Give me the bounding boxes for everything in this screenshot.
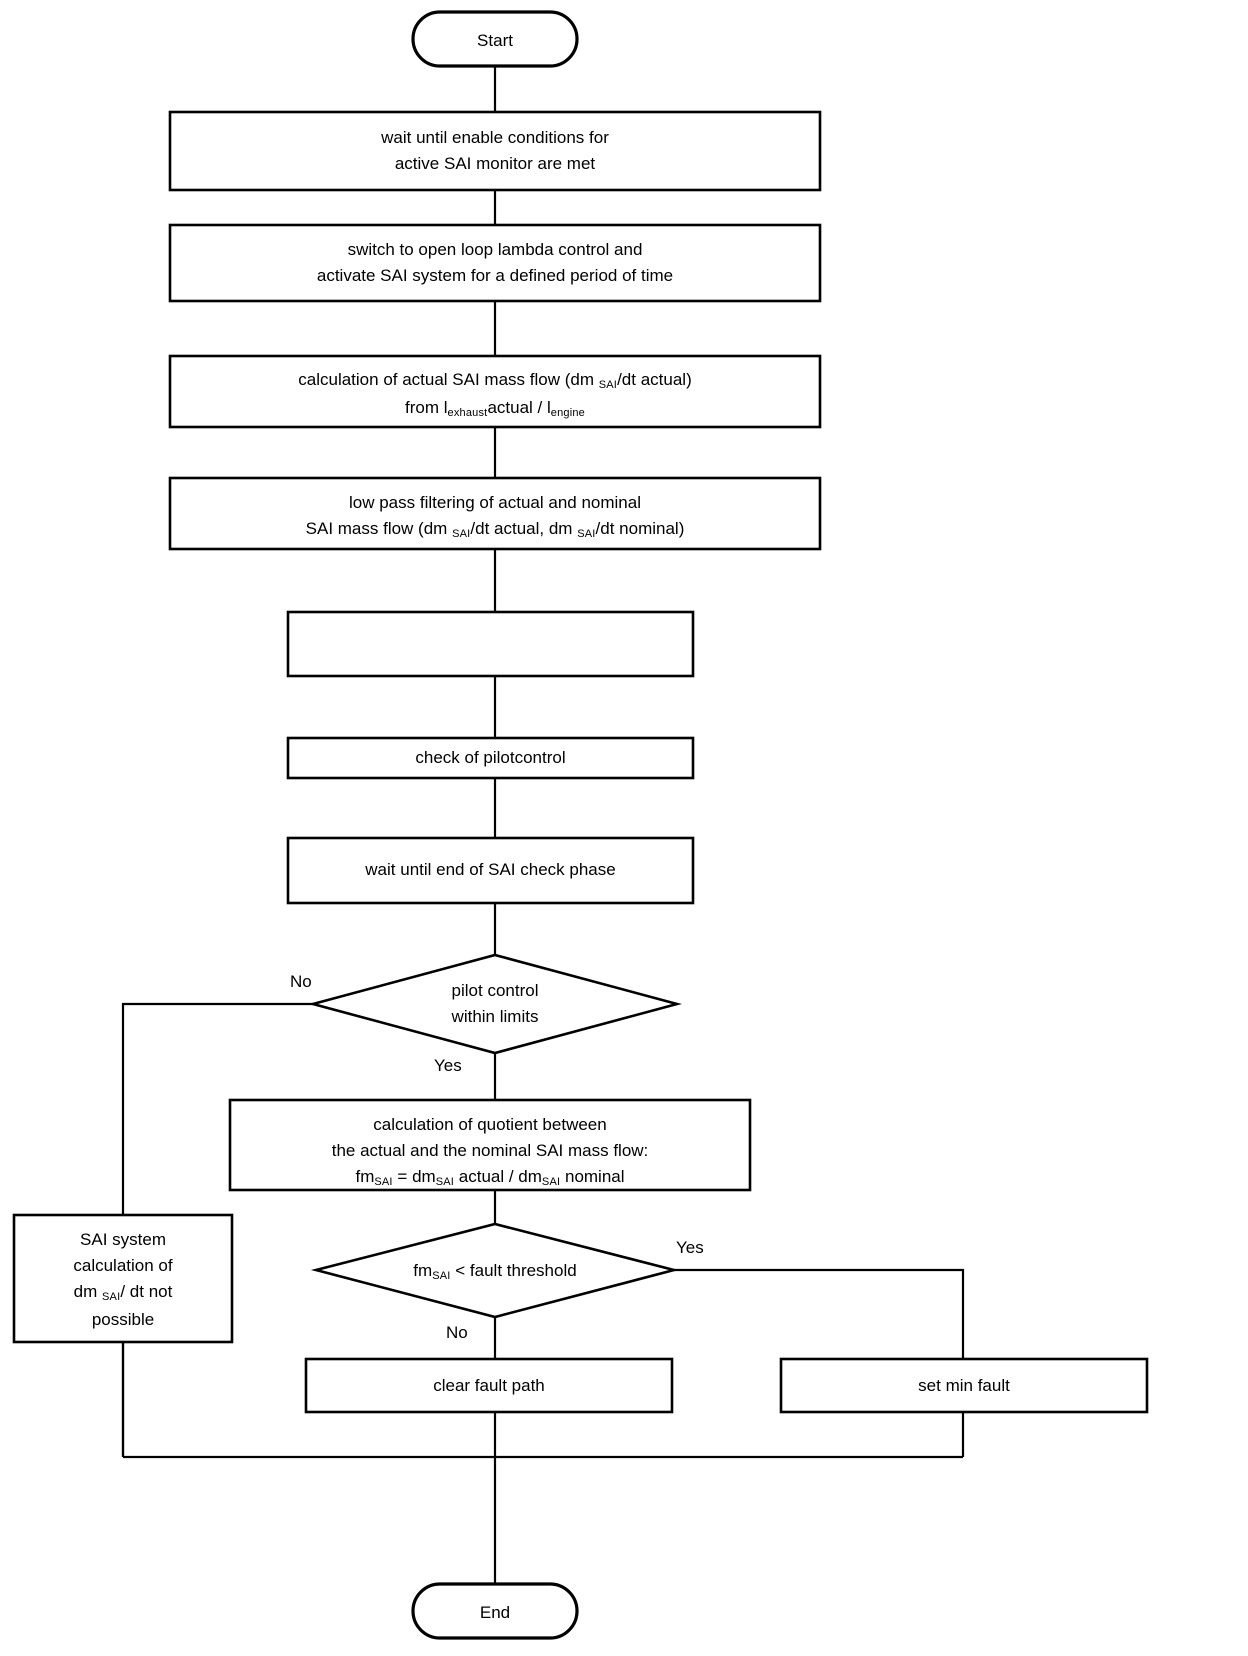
edge-label-pilot-no: No	[290, 972, 312, 991]
node-set-min-fault-shape[interactable]	[779, 1357, 1149, 1414]
node-check-pilotcontrol-shape[interactable]	[286, 736, 695, 780]
node-calc-mass-flow-shape[interactable]	[168, 354, 822, 429]
node-decision-threshold-shape[interactable]	[310, 1222, 680, 1319]
node-calc-quotient-shape[interactable]	[228, 1098, 752, 1192]
node-wait-enable-shape[interactable]	[168, 110, 822, 192]
edge-label-threshold-yes: Yes	[676, 1238, 704, 1257]
node-low-pass-shape[interactable]	[168, 476, 822, 551]
connector-threshold-yes-right	[674, 1268, 965, 1359]
node-decision-pilot-shape[interactable]	[307, 953, 683, 1055]
node-start-shape[interactable]	[411, 10, 579, 68]
edge-label-threshold-no: No	[446, 1323, 468, 1342]
node-switch-open-loop-shape[interactable]	[168, 223, 822, 303]
node-end-shape[interactable]	[411, 1582, 579, 1640]
node-wait-end-phase-shape[interactable]	[286, 836, 695, 905]
node-empty-box-shape[interactable]	[286, 610, 695, 678]
edge-label-pilot-yes: Yes	[434, 1056, 462, 1075]
node-sai-not-possible-shape[interactable]	[12, 1213, 234, 1344]
node-clear-fault-path-shape[interactable]	[304, 1357, 674, 1414]
